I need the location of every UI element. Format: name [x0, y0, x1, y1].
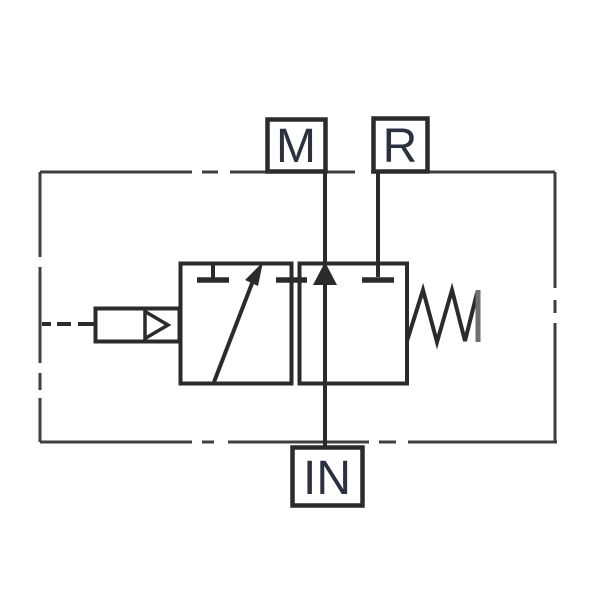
- port-label-in: IN: [303, 452, 351, 505]
- valve-symbol: [42, 172, 481, 447]
- port-label-m: M: [276, 120, 316, 173]
- pilot-triangle-icon: [143, 308, 172, 342]
- pilot-box: [93, 306, 182, 344]
- port-box-m: [265, 117, 328, 174]
- valve-position-right: [297, 261, 409, 386]
- port-label-r: R: [383, 120, 418, 173]
- diagonal-flow-line: [212, 272, 258, 383]
- port-boxes: [265, 116, 430, 508]
- port-boxes-fill: [265, 116, 430, 508]
- arrowheads: [245, 262, 337, 286]
- port-box-r: [371, 116, 430, 174]
- spring-icon: [405, 282, 479, 350]
- up-arrowhead-icon: [313, 262, 337, 285]
- port-labels: M R IN: [276, 120, 417, 505]
- port-box-in: [290, 445, 365, 508]
- diagonal-arrowhead-icon: [245, 262, 263, 286]
